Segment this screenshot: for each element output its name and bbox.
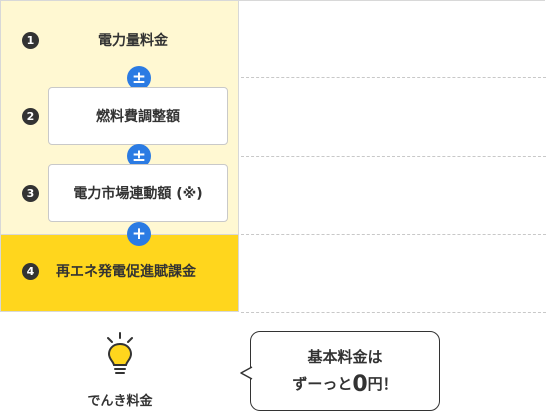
item-number-3: 3 — [22, 185, 39, 202]
item-box-fuel-adjustment: 燃料費調整額 — [48, 87, 228, 145]
speech-bubble-tail — [240, 366, 253, 380]
lightbulb-icon — [100, 330, 140, 380]
bubble-text-line2: ずーっと0円！ — [251, 372, 439, 397]
item-label-renewable-surcharge: 再エネ発電促進賦課金 — [56, 264, 196, 280]
plus-operator-3: + — [127, 222, 151, 246]
bubble-text-line1: 基本料金は — [307, 348, 383, 366]
speech-bubble: 基本料金は ずーっと0円！ — [250, 331, 440, 411]
item-label-fuel-adjustment: 燃料費調整額 — [96, 109, 180, 125]
item-number-2: 2 — [22, 108, 39, 125]
bubble-text-prefix: ずーっと — [292, 375, 353, 393]
item-label-electricity-usage: 電力量料金 — [98, 33, 168, 49]
row-divider-1 — [241, 77, 546, 78]
row-divider-4 — [241, 312, 546, 313]
bubble-text-suffix: 円！ — [367, 375, 398, 393]
bubble-text-zero: 0 — [352, 372, 368, 397]
item-label-market-linked: 電力市場連動額 (※) — [73, 186, 203, 202]
top-border — [239, 0, 545, 1]
row-divider-3 — [241, 234, 546, 235]
item-box-market-linked: 電力市場連動額 (※) — [48, 164, 228, 222]
item-number-4: 4 — [22, 263, 39, 280]
item-number-1: 1 — [22, 32, 39, 49]
row-divider-2 — [241, 156, 546, 157]
plus-minus-operator-1: ± — [127, 66, 151, 90]
electricity-bill-label: でんき料金 — [87, 394, 153, 409]
renewable-surcharge-row — [0, 234, 239, 312]
